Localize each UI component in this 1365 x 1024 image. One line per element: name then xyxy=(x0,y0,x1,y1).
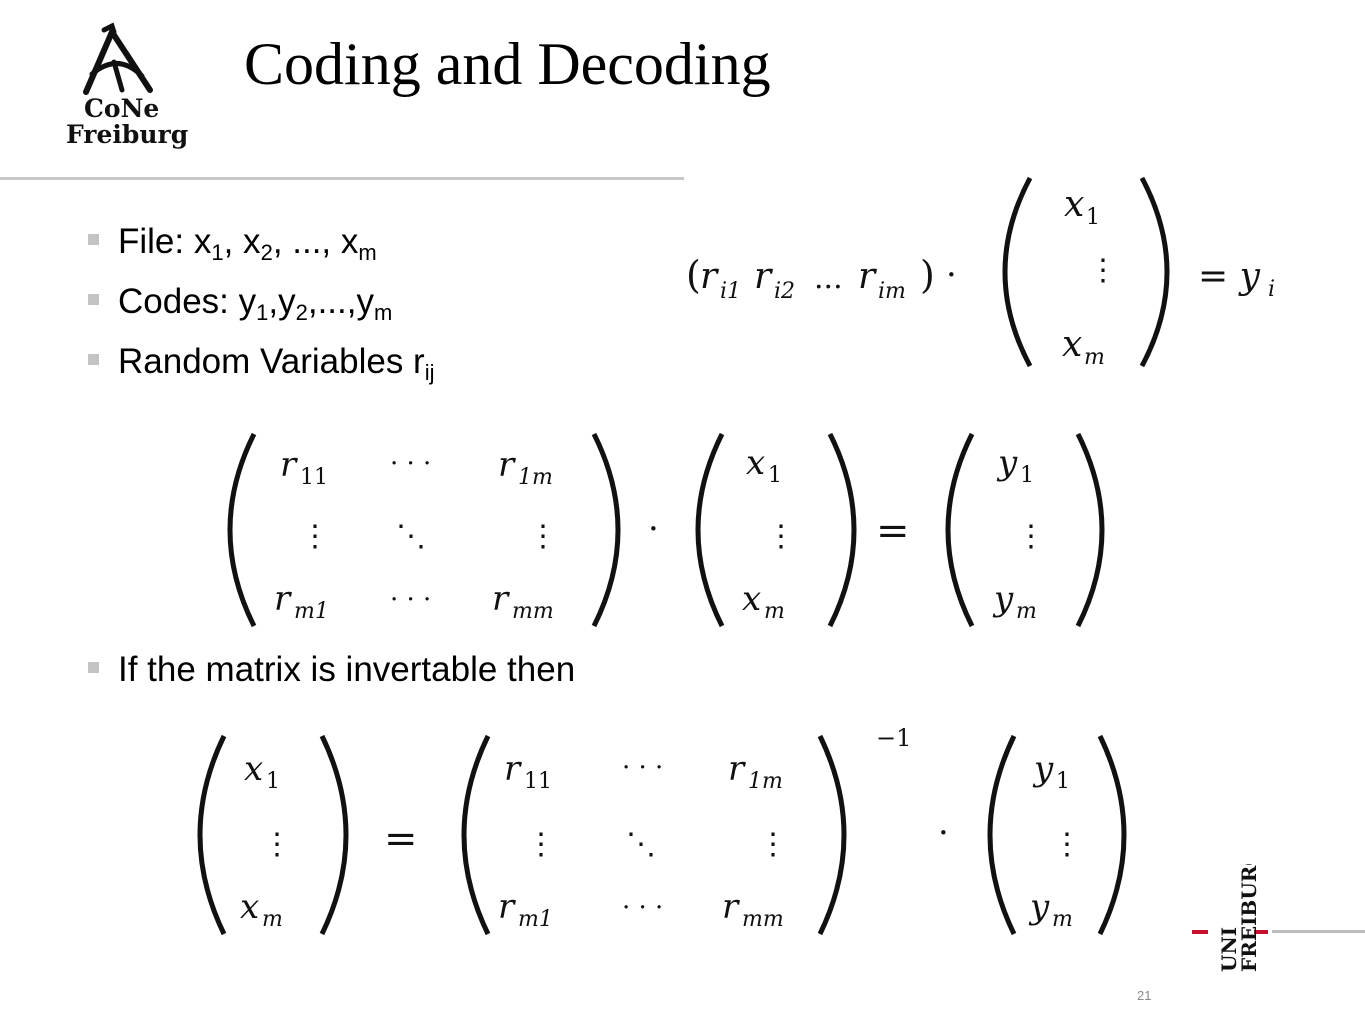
svg-text:r: r xyxy=(728,749,746,789)
svg-text:i: i xyxy=(1268,277,1275,302)
svg-text:x: x xyxy=(1064,184,1084,225)
svg-text:m1: m1 xyxy=(294,599,329,624)
svg-text:⋮: ⋮ xyxy=(526,827,556,862)
svg-text:m: m xyxy=(262,907,283,932)
svg-text:m: m xyxy=(1052,907,1073,932)
formula-inverse-equation: x 1 ⋮ x m = r 11 · · · r 1m ⋮ ⋱ ⋮ r m1 ·… xyxy=(197,724,1127,936)
svg-text:⋮: ⋮ xyxy=(262,827,292,862)
bullet-marker xyxy=(88,294,99,305)
svg-text:y: y xyxy=(1032,749,1054,789)
svg-text:r: r xyxy=(722,887,740,927)
page-number: 21 xyxy=(1137,988,1152,1003)
svg-text:m: m xyxy=(764,599,785,624)
right-paren xyxy=(1139,176,1170,368)
bullet-codes: Codes: y1,y2,...,ym xyxy=(88,284,392,324)
left-paren xyxy=(1002,176,1033,368)
svg-text:i1: i1 xyxy=(720,279,741,304)
uni-logo-text-1: UNI xyxy=(1217,927,1241,972)
svg-text:1: 1 xyxy=(1020,463,1034,488)
slide-title: Coding and Decoding xyxy=(244,31,771,97)
bullet-marker xyxy=(88,662,99,673)
row-open: ( xyxy=(686,253,701,297)
svg-text:y: y xyxy=(996,443,1018,483)
svg-text:=: = xyxy=(384,816,418,862)
svg-text:· · ·: · · · xyxy=(622,893,663,923)
svg-text:x: x xyxy=(244,749,263,789)
svg-text:⋮: ⋮ xyxy=(528,519,558,554)
svg-text:1: 1 xyxy=(1086,205,1100,230)
svg-text:⋱: ⋱ xyxy=(396,519,426,554)
formula-row-product: ( r i1 r i2 ... r im ) · x 1 ⋮ x m = y i xyxy=(686,176,1275,370)
svg-text:r: r xyxy=(274,579,292,619)
svg-text:r: r xyxy=(754,256,773,297)
svg-text:1m: 1m xyxy=(518,465,553,490)
svg-text:· · ·: · · · xyxy=(622,753,663,783)
svg-text:r: r xyxy=(498,445,516,485)
bullet-marker xyxy=(88,234,99,245)
svg-text:⋮: ⋮ xyxy=(1052,827,1082,862)
svg-text:m1: m1 xyxy=(518,907,553,932)
svg-text:⋱: ⋱ xyxy=(626,827,656,862)
svg-text:11: 11 xyxy=(300,465,328,490)
svg-text:·: · xyxy=(938,813,949,853)
title-divider xyxy=(0,177,684,180)
svg-text:x: x xyxy=(240,887,259,927)
svg-text:=: = xyxy=(876,508,910,554)
svg-text:1: 1 xyxy=(1056,769,1070,794)
svg-text:m: m xyxy=(1016,599,1037,624)
svg-text:r: r xyxy=(858,256,877,297)
logo-text-freiburg: Freiburg xyxy=(66,120,189,149)
svg-text:1: 1 xyxy=(768,463,782,488)
bullet-marker xyxy=(88,354,99,365)
university-freiburg-logo: UNI FREIBURG xyxy=(1192,864,1365,972)
svg-text:11: 11 xyxy=(524,769,552,794)
svg-text:·: · xyxy=(648,509,659,549)
svg-text:y: y xyxy=(1028,887,1050,927)
uni-logo-text-2: FREIBURG xyxy=(1237,864,1261,972)
svg-text:1: 1 xyxy=(266,769,280,794)
bullet-file: File: x1, x2, ..., xm xyxy=(88,224,377,264)
svg-text:⋮: ⋮ xyxy=(300,519,330,554)
svg-text:): ) xyxy=(920,253,935,297)
svg-text:·: · xyxy=(946,255,957,295)
svg-text:im: im xyxy=(878,279,906,304)
svg-text:⋮: ⋮ xyxy=(766,519,796,554)
svg-text:x: x xyxy=(742,579,761,619)
svg-text:1m: 1m xyxy=(748,769,783,794)
svg-text:⋮: ⋮ xyxy=(1088,253,1118,288)
svg-text:r: r xyxy=(504,749,522,789)
svg-text:r: r xyxy=(492,579,510,619)
svg-text:x: x xyxy=(1062,324,1082,365)
bullet-invertable: If the matrix is invertable then xyxy=(88,652,575,687)
svg-text:...: ... xyxy=(814,261,843,296)
formula-matrix-equation: r 11 · · · r 1m ⋮ ⋱ ⋮ r m1 · · · r mm · … xyxy=(227,432,1105,628)
svg-text:r: r xyxy=(498,887,516,927)
svg-text:x: x xyxy=(746,443,765,483)
bullet-random-variables: Random Variables rij xyxy=(88,344,435,384)
svg-text:⋮: ⋮ xyxy=(758,827,788,862)
svg-text:· · ·: · · · xyxy=(390,585,431,615)
svg-text:= y: = y xyxy=(1198,256,1261,297)
svg-text:r: r xyxy=(700,256,719,297)
svg-text:mm: mm xyxy=(512,599,554,624)
svg-text:⋮: ⋮ xyxy=(1016,519,1046,554)
svg-text:· · ·: · · · xyxy=(390,449,431,479)
svg-text:−1: −1 xyxy=(876,724,911,752)
cone-freiburg-logo: CoNe Freiburg xyxy=(62,22,202,154)
svg-text:i2: i2 xyxy=(774,279,795,304)
svg-text:m: m xyxy=(1084,345,1105,370)
svg-text:y: y xyxy=(992,579,1014,619)
svg-text:mm: mm xyxy=(742,907,784,932)
logo-text-cone: CoNe xyxy=(84,94,160,123)
svg-text:r: r xyxy=(280,445,298,485)
cone-logo-icon xyxy=(83,22,153,95)
